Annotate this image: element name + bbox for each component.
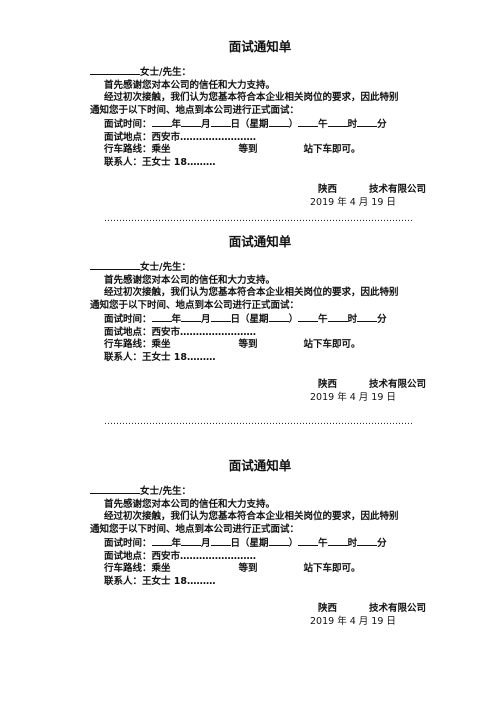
interview-time-line: 面试时间：年月日（星期）午时分 [104,312,387,325]
weekday-blank [268,117,289,127]
month-blank [181,312,202,322]
name-blank [90,484,140,494]
hour-blank [327,117,348,127]
month-blank [181,117,202,127]
company-signature: 陕西技术有限公司 [318,184,427,195]
interview-place-line: 面试地点：西安市…………………… [104,550,257,562]
salutation-line: 女士/先生： [90,65,430,80]
interview-time-line: 面试时间：年月日（星期）午时分 [104,536,387,549]
notice-title: 面试通知单 [228,234,292,249]
day-blank [210,536,231,546]
thanks-line: 首先感谢您对本公司的信任和大力支持。 [104,79,276,91]
name-blank [90,65,140,75]
year-blank [151,312,172,322]
noon-blank [298,536,319,546]
company-signature: 陕西技术有限公司 [318,603,427,614]
notice-date: 2019 年 4 月 19 日 [310,391,396,403]
notice-date: 2019 年 4 月 19 日 [310,196,396,208]
paragraph-line-1: 经过初次接触，我们认为您基本符合本企业相关岗位的要求，因此特别 [104,511,399,522]
interview-notice-1: 面试通知单 女士/先生： 首先感谢您对本公司的信任和大力支持。 经过初次接触，我… [90,40,430,224]
weekday-blank [268,312,289,322]
interview-time-line: 面试时间：年月日（星期）午时分 [104,117,387,130]
route-line: 行车路线：乘坐等到站下车即可。 [104,144,361,155]
company-signature: 陕西技术有限公司 [318,379,427,390]
interview-place-line: 面试地点：西安市…………………… [104,326,257,338]
year-blank [151,536,172,546]
contact-line: 联系人：王女士 18……… [104,156,216,168]
weekday-blank [268,536,289,546]
name-blank [90,260,140,270]
noon-blank [298,312,319,322]
route-line: 行车路线：乘坐等到站下车即可。 [104,339,361,350]
interview-notice-3: 面试通知单 女士/先生： 首先感谢您对本公司的信任和大力支持。 经过初次接触，我… [90,459,430,628]
cut-line-separator: …………………………………………………………………………………………… [104,214,414,224]
paragraph-line-1: 经过初次接触，我们认为您基本符合本企业相关岗位的要求，因此特别 [104,92,399,103]
hour-blank [327,536,348,546]
noon-blank [298,117,319,127]
cut-line-separator: …………………………………………………………………………………………… [104,417,414,427]
minute-blank [357,536,378,546]
hour-blank [327,312,348,322]
notice-title: 面试通知单 [228,458,292,473]
day-blank [210,312,231,322]
day-blank [210,117,231,127]
interview-place-line: 面试地点：西安市…………………… [104,131,257,143]
salutation-line: 女士/先生： [90,260,430,275]
month-blank [181,536,202,546]
thanks-line: 首先感谢您对本公司的信任和大力支持。 [104,274,276,286]
thanks-line: 首先感谢您对本公司的信任和大力支持。 [104,498,276,510]
contact-line: 联系人：王女士 18……… [104,351,216,363]
paragraph-line-2: 通知您于以下时间、地点到本公司进行正式面试： [90,299,300,311]
notice-date: 2019 年 4 月 19 日 [310,615,396,627]
year-blank [151,117,172,127]
paragraph-line-2: 通知您于以下时间、地点到本公司进行正式面试： [90,523,300,535]
contact-line: 联系人：王女士 18……… [104,575,216,587]
salutation-line: 女士/先生： [90,484,430,499]
paragraph-line-1: 经过初次接触，我们认为您基本符合本企业相关岗位的要求，因此特别 [104,287,399,298]
minute-blank [357,117,378,127]
paragraph-line-2: 通知您于以下时间、地点到本公司进行正式面试： [90,104,300,116]
route-line: 行车路线：乘坐等到站下车即可。 [104,563,361,574]
minute-blank [357,312,378,322]
interview-notice-2: 面试通知单 女士/先生： 首先感谢您对本公司的信任和大力支持。 经过初次接触，我… [90,235,430,427]
notice-title: 面试通知单 [228,39,292,54]
